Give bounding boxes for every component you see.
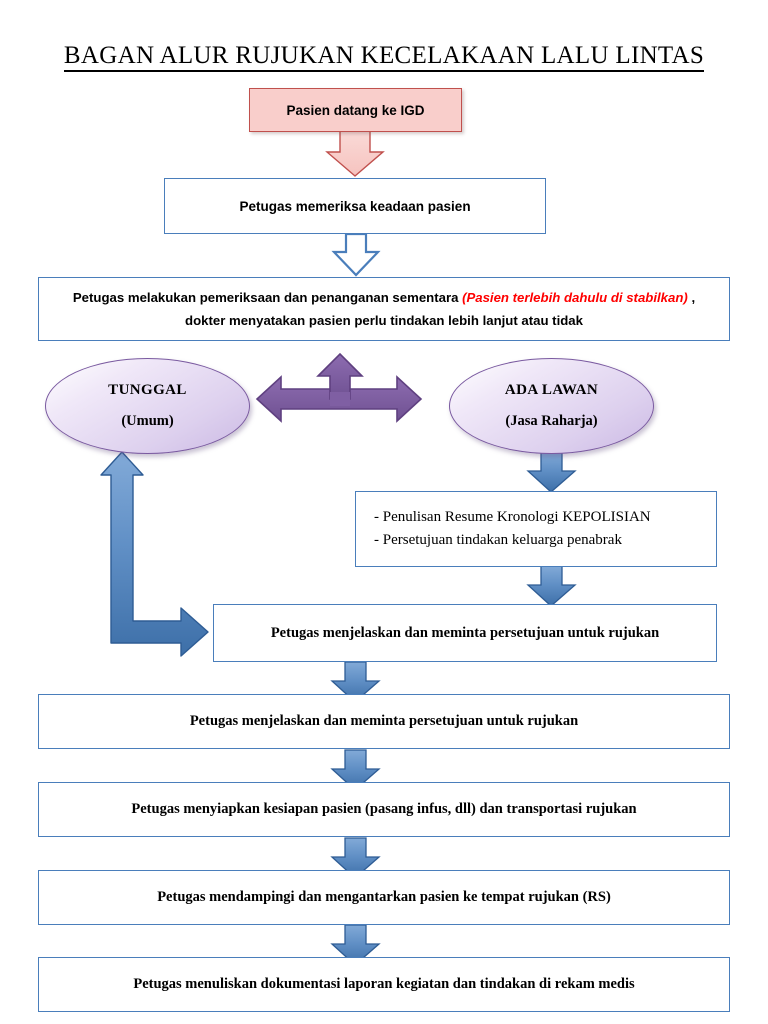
node-mendampingi-pasien[interactable]: Petugas mendampingi dan mengantarkan pas… xyxy=(38,870,730,925)
node-ada-lawan-line2: (Jasa Raharja) xyxy=(505,413,598,429)
node-tunggal-line2: (Umum) xyxy=(121,413,174,429)
node-mendampingi-pasien-label: Petugas mendampingi dan mengantarkan pas… xyxy=(157,889,611,905)
node-pasien-datang-igd[interactable]: Pasien datang ke IGD xyxy=(249,88,462,132)
purple-three-way-arrow xyxy=(255,352,423,423)
blue-down-arrow-kepolisian xyxy=(526,565,577,607)
node-petugas-memeriksa[interactable]: Petugas memeriksa keadaan pasien xyxy=(164,178,546,234)
page-title: BAGAN ALUR RUJUKAN KECELAKAAN LALU LINTA… xyxy=(0,42,768,72)
blue-elbow-double-arrow xyxy=(100,451,209,657)
node-petugas-memeriksa-label: Petugas memeriksa keadaan pasien xyxy=(239,198,471,214)
node-tunggal[interactable]: TUNGGAL (Umum) xyxy=(45,358,250,454)
assess-text-part1: Petugas melakukan pemeriksaan dan penang… xyxy=(72,289,463,305)
node-ada-lawan-line1: ADA LAWAN xyxy=(504,382,599,398)
node-penanganan-sementara[interactable]: Petugas melakukan pemeriksaan dan penang… xyxy=(38,277,730,341)
node-persetujuan-rujukan-1[interactable]: Petugas menjelaskan dan meminta persetuj… xyxy=(213,604,717,662)
node-dokumentasi-rekam-medis-label: Petugas menuliskan dokumentasi laporan k… xyxy=(133,976,635,992)
blue-down-arrow-adalawan xyxy=(526,451,577,493)
node-menyiapkan-kesiapan-label: Petugas menyiapkan kesiapan pasien (pasa… xyxy=(131,801,637,817)
assess-text-red: (Pasien terlebih dahulu di stabilkan) xyxy=(462,289,688,305)
node-tunggal-line1: TUNGGAL xyxy=(108,382,187,398)
hollow-blue-down-arrow xyxy=(331,232,381,277)
node-kepolisian-item1: - Penulisan Resume Kronologi KEPOLISIAN xyxy=(374,508,651,525)
node-dokumentasi-rekam-medis[interactable]: Petugas menuliskan dokumentasi laporan k… xyxy=(38,957,730,1012)
node-menyiapkan-kesiapan[interactable]: Petugas menyiapkan kesiapan pasien (pasa… xyxy=(38,782,730,837)
node-persetujuan-rujukan-2-label: Petugas menjelaskan dan meminta persetuj… xyxy=(189,713,579,729)
node-pasien-datang-igd-label: Pasien datang ke IGD xyxy=(286,102,425,118)
page-title-text: BAGAN ALUR RUJUKAN KECELAKAAN LALU LINTA… xyxy=(63,42,705,72)
assess-text-part3: , dokter menyatakan pasien perlu tindaka… xyxy=(185,289,696,328)
node-kepolisian-item2: - Persetujuan tindakan keluarga penabrak xyxy=(374,532,622,548)
node-persetujuan-rujukan-1-label: Petugas menjelaskan dan meminta persetuj… xyxy=(270,624,660,641)
node-ada-lawan[interactable]: ADA LAWAN (Jasa Raharja) xyxy=(449,358,654,454)
node-kepolisian[interactable]: - Penulisan Resume Kronologi KEPOLISIAN … xyxy=(355,491,717,567)
node-persetujuan-rujukan-2[interactable]: Petugas menjelaskan dan meminta persetuj… xyxy=(38,694,730,749)
pink-down-arrow xyxy=(325,130,385,177)
